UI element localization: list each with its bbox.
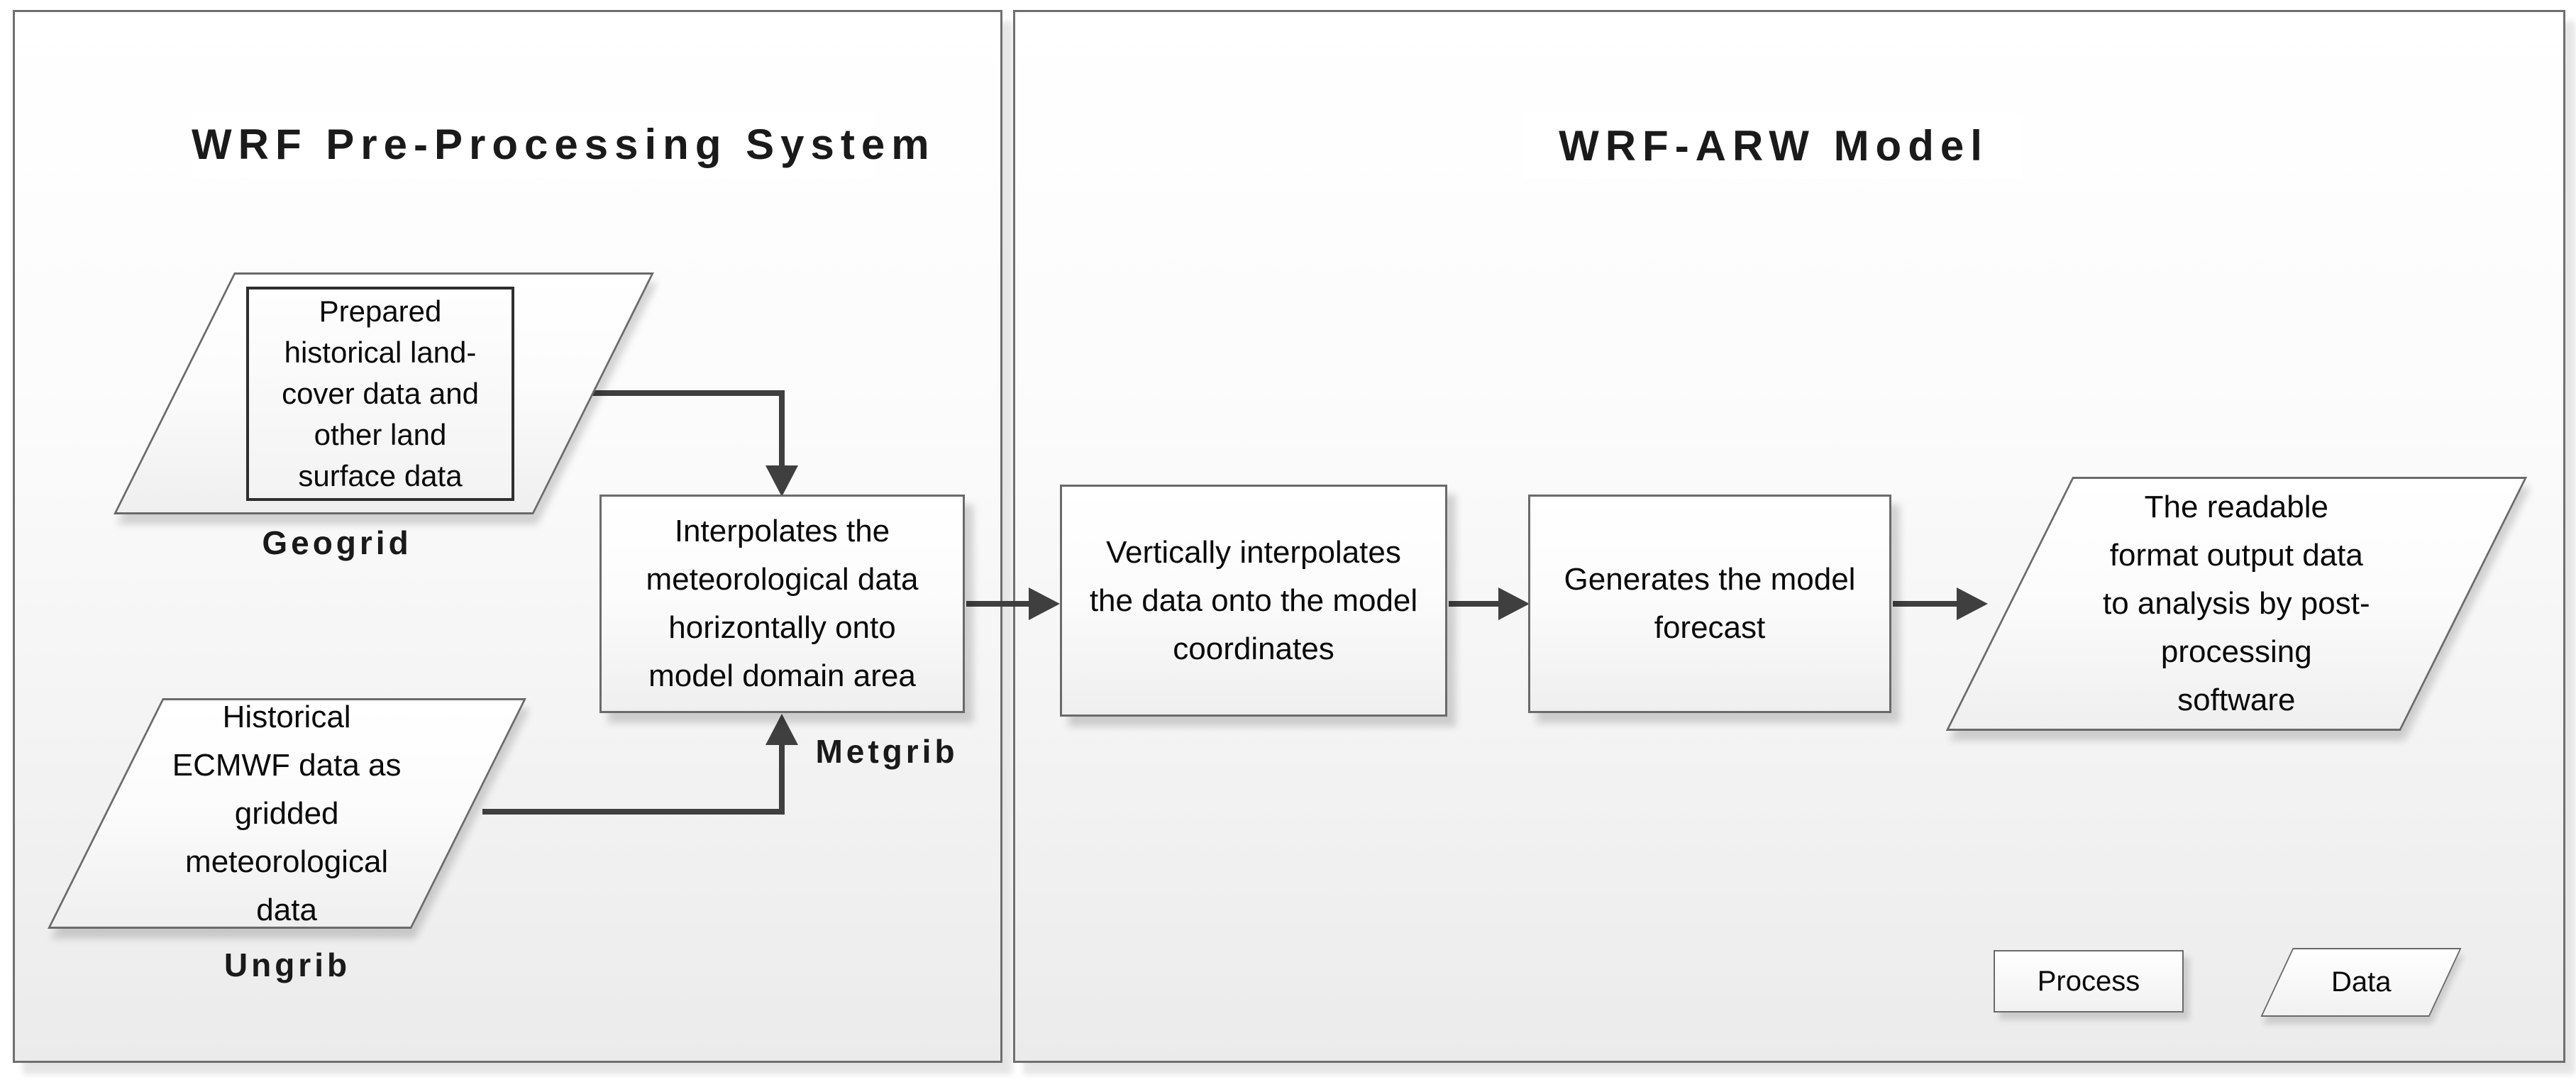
- geogrid-inner-box: Prepared historical land- cover data and…: [246, 287, 514, 501]
- metgrib-process-text: Interpolates the meteorological data hor…: [646, 514, 919, 693]
- panel-title-wrf-arw-model: WRF-ARW Model: [1525, 114, 2022, 179]
- node-vertical-interpolation-box: Vertically interpolates the data onto th…: [1060, 485, 1447, 717]
- legend-process-shape: Process: [1994, 950, 2184, 1012]
- legend-data-shape: Data: [2260, 948, 2462, 1017]
- panel-title-wrf-preprocessing: WRF Pre-Processing System: [192, 112, 929, 177]
- node-metgrib-process-box: Interpolates the meteorological data hor…: [599, 495, 965, 713]
- geogrid-label: Geogrid: [262, 524, 412, 561]
- output-data-text: The readable format output data to analy…: [2103, 490, 2370, 717]
- vertical-interpolation-text: Vertically interpolates the data onto th…: [1089, 534, 1418, 666]
- legend-data-label: Data: [2331, 966, 2392, 998]
- forecast-text: Generates the model forecast: [1564, 562, 1856, 645]
- metgrib-label: Metgrib: [815, 733, 958, 770]
- ungrib-label: Ungrib: [223, 947, 351, 983]
- legend-process-label: Process: [2037, 965, 2140, 997]
- ungrib-data-text: Historical ECMWF data as gridded meteoro…: [172, 699, 402, 927]
- node-forecast-box: Generates the model forecast: [1528, 495, 1891, 713]
- geogrid-data-text: Prepared historical land- cover data and…: [282, 294, 479, 492]
